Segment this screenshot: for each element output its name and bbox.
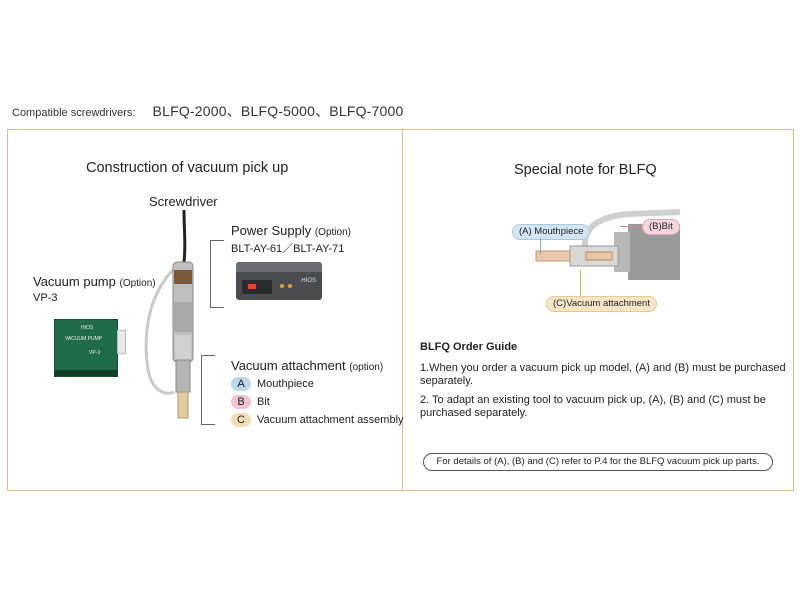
item-a-text: Mouthpiece: [257, 377, 314, 390]
callout-c-leader: [580, 270, 581, 296]
panel-divider: [402, 129, 403, 491]
vacuum-pump-image: HIOS VACUUM PUMP VP-3: [54, 319, 118, 377]
list-item: A Mouthpiece: [231, 377, 404, 395]
power-supply-models: BLT-AY-61／BLT-AY-71: [231, 243, 345, 255]
callout-a: (A) Mouthpiece: [512, 224, 591, 240]
power-supply-image: HIOS: [236, 262, 322, 300]
vacuum-attachment-option: (option): [349, 362, 384, 373]
details-note: For details of (A), (B) and (C) refer to…: [423, 453, 773, 471]
order-guide-item-1: 1.When you order a vacuum pick up model,…: [420, 362, 786, 387]
compatible-screwdrivers: Compatible screwdrivers: BLFQ-2000、BLFQ-…: [12, 101, 403, 121]
pump-side-fitting: [117, 330, 126, 354]
content-frame: [7, 129, 794, 491]
attachment-parts-list: A Mouthpiece B Bit C Vacuum attachment asse…: [231, 377, 404, 431]
right-panel-title: Special note for BLFQ: [514, 162, 657, 178]
order-guide-item-2: 2. To adapt an existing tool to vacuum p…: [420, 394, 766, 419]
tag-b: B: [231, 395, 251, 409]
attachment-bracket-bottom: [201, 424, 215, 425]
list-item: C Vacuum attachment assembly: [231, 413, 404, 431]
screwdriver-label: Screwdriver: [149, 194, 218, 209]
power-supply-text: Power Supply: [231, 223, 312, 238]
compat-label: Compatible screwdrivers:: [12, 107, 136, 119]
power-supply-option: (Option): [314, 227, 351, 238]
compat-models: BLFQ-2000、BLFQ-5000、BLFQ-7000: [152, 103, 404, 119]
order-guide-title: BLFQ Order Guide: [420, 341, 518, 353]
left-panel-title: Construction of vacuum pick up: [86, 160, 289, 176]
power-bracket-bottom: [210, 307, 224, 308]
tag-a: A: [231, 377, 251, 391]
power-bracket-top: [210, 240, 224, 241]
callout-c: (C)Vacuum attachment: [546, 296, 657, 312]
pump-brand: HIOS: [81, 325, 94, 331]
attachment-bracket-vertical: [201, 355, 202, 425]
vacuum-pump-option: (Option): [119, 278, 156, 289]
item-c-text: Vacuum attachment assembly: [257, 413, 404, 426]
pump-model: VP-3: [89, 350, 101, 356]
item-b-text: Bit: [257, 395, 270, 408]
callout-b: (B)Bit: [642, 219, 680, 235]
callout-a-leader: [540, 238, 541, 254]
vacuum-pump-model: VP-3: [33, 292, 58, 304]
power-supply-brand: HIOS: [301, 278, 316, 284]
power-bracket-vertical: [210, 240, 211, 308]
list-item: B Bit: [231, 395, 404, 413]
vacuum-attachment-text: Vacuum attachment: [231, 358, 346, 373]
vacuum-pump-text: Vacuum pump: [33, 274, 116, 289]
tag-c: C: [231, 413, 251, 427]
vacuum-pump-label: Vacuum pump (Option): [33, 274, 156, 289]
attachment-bracket-top: [201, 355, 215, 356]
callout-b-leader: [620, 226, 642, 227]
vacuum-attachment-label: Vacuum attachment (option): [231, 358, 383, 373]
power-supply-label: Power Supply (Option): [231, 223, 351, 238]
screwdriver-illustration: [144, 210, 194, 419]
pump-line1: VACUUM PUMP: [65, 336, 103, 342]
